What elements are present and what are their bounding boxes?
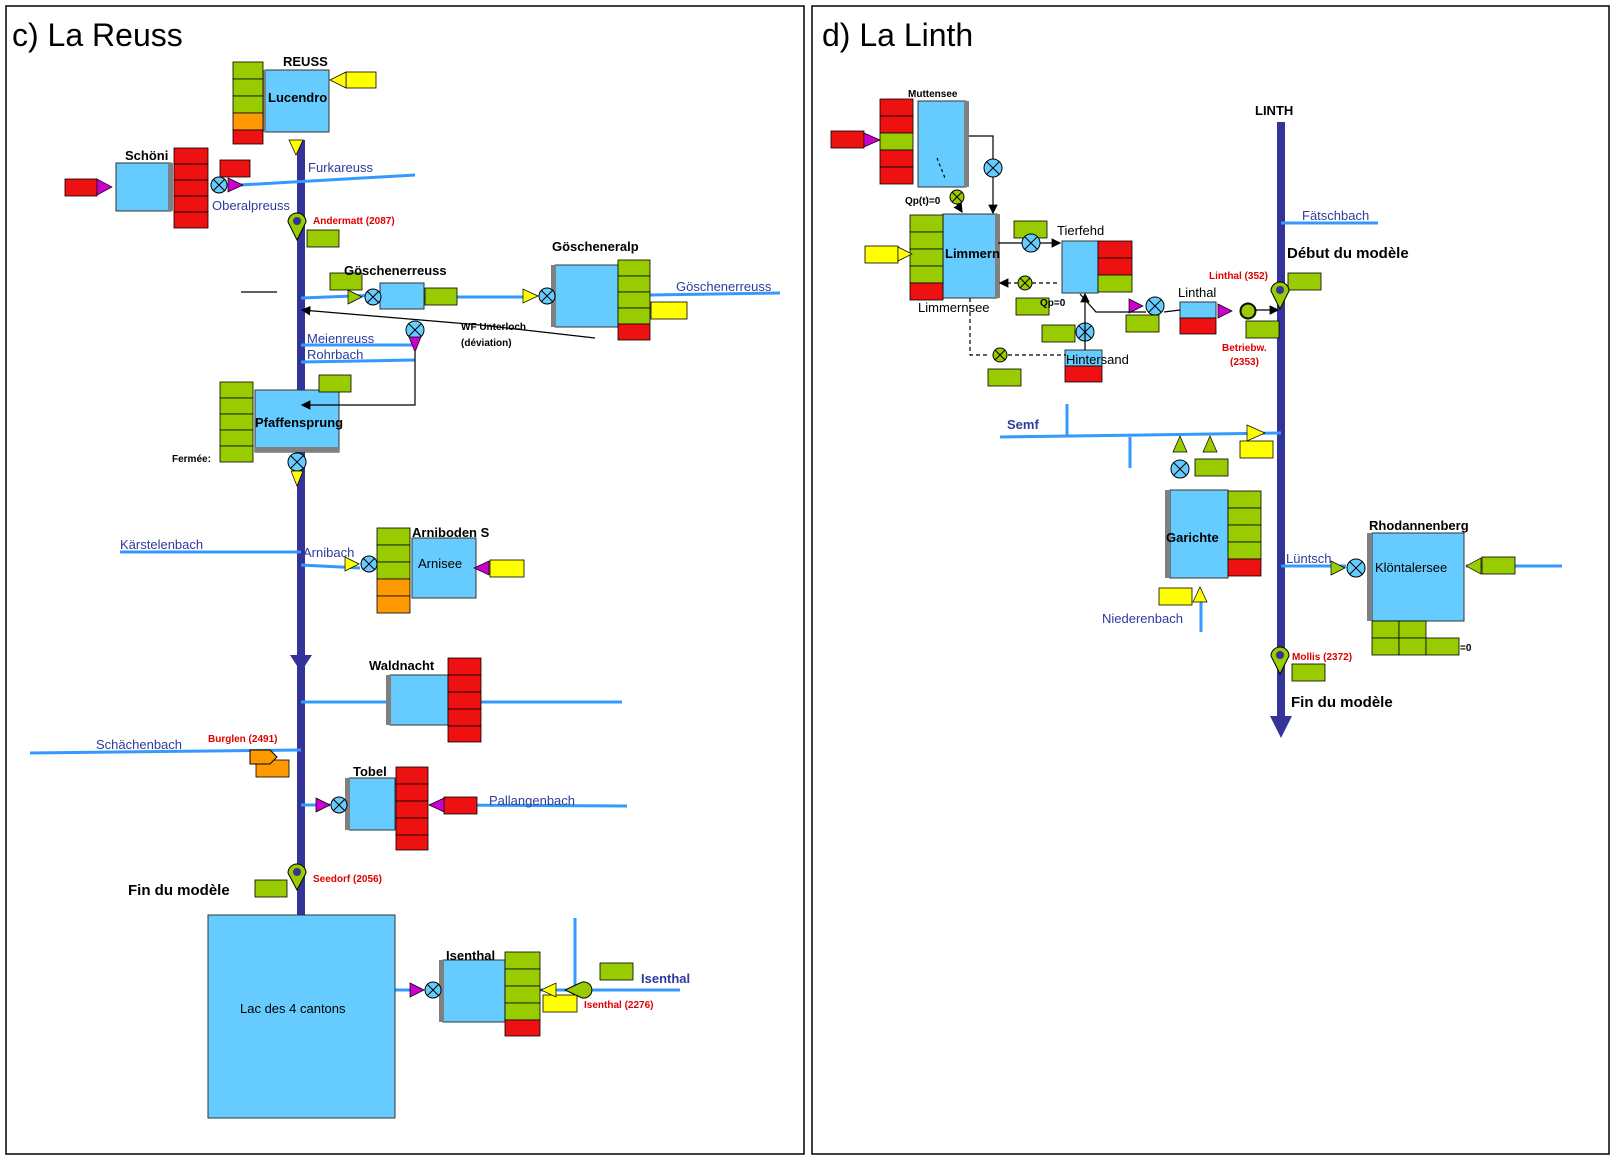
reservoir-kloentalersee — [1371, 532, 1465, 622]
station-betriebw-id: (2353) — [1230, 357, 1259, 368]
label-garichte: Garichte — [1166, 530, 1219, 545]
reservoir-arnisee — [411, 537, 477, 599]
label-limmernsee: Limmernsee — [918, 300, 990, 315]
label-tierfehd: Tierfehd — [1057, 223, 1104, 238]
reservoir-tierfehd — [1061, 240, 1099, 294]
label-qv-zero: =0 — [1460, 643, 1472, 654]
label-arnibach: Arnibach — [303, 545, 354, 560]
label-niederenbach: Niederenbach — [1102, 611, 1183, 626]
lac-4-cantons — [207, 914, 396, 1119]
label-oberalpreuss: Oberalpreuss — [212, 198, 291, 213]
reservoir-muttensee — [917, 100, 967, 188]
label-fin-reuss: Fin du modèle — [128, 882, 230, 899]
label-deviation: (déviation) — [461, 338, 512, 349]
panel-linth-frame — [811, 5, 1610, 1155]
label-faetschbach: Fätschbach — [1302, 208, 1369, 223]
label-goeschenerreuss-right: Göschenerreuss — [676, 279, 772, 294]
reuss-flow-arrow — [290, 655, 312, 672]
label-waldnacht: Waldnacht — [369, 658, 435, 673]
label-muttensee: Muttensee — [908, 89, 958, 100]
label-schoeni: Schöni — [125, 148, 168, 163]
reuss-turbine-crosses — [212, 178, 554, 997]
reservoir-garichte — [1169, 489, 1229, 579]
label-furkareuss: Furkareuss — [308, 160, 374, 175]
label-meienreuss: Meienreuss — [307, 331, 375, 346]
label-schaechenbach: Schächenbach — [96, 737, 182, 752]
reservoir-goeschenen-intake — [379, 282, 425, 310]
reuss-flow-boxes — [64, 71, 688, 1013]
label-rhodannenberg: Rhodannenberg — [1369, 518, 1469, 533]
linth-reservoirs — [917, 100, 1465, 622]
label-goeschenerreuss-left: Göschenerreuss — [344, 263, 447, 278]
linth-flow-arrow — [1270, 716, 1292, 738]
station-linthal: Linthal (352) — [1209, 271, 1268, 282]
linth-gauges — [1239, 281, 1290, 676]
reuss-cell-stacks — [173, 61, 651, 1037]
reuss-tributaries — [29, 173, 781, 992]
reuss-connectors — [241, 291, 596, 410]
linth-flow-boxes — [830, 130, 1516, 682]
label-qp0: Qp=0 — [1040, 298, 1066, 309]
label-isenthal-river: Isenthal — [641, 971, 690, 986]
label-fin-linth: Fin du modèle — [1291, 694, 1393, 711]
reservoir-linthal — [1179, 301, 1217, 319]
station-seedorf: Seedorf (2056) — [313, 874, 382, 885]
reservoir-goescheneralp — [554, 264, 619, 328]
label-hintersand: Hintersand — [1066, 352, 1129, 367]
label-luentsch: Lüntsch — [1286, 551, 1332, 566]
label-kloentalersee: Klöntalersee — [1375, 560, 1447, 575]
reuss-triangles — [96, 71, 557, 998]
label-goescheneralp: Göscheneralp — [552, 239, 639, 254]
panel-title-linth: d) La Linth — [822, 17, 973, 53]
label-rohrbach: Rohrbach — [307, 347, 363, 362]
label-wf-unterloch: WF Unterloch — [461, 322, 526, 333]
station-betriebw: Betriebw. — [1222, 343, 1267, 354]
label-kaerstelenbach: Kärstelenbach — [120, 537, 203, 552]
linth-connectors — [936, 135, 1280, 356]
station-isenthal: Isenthal (2276) — [584, 1000, 653, 1011]
station-mollis: Mollis (2372) — [1292, 652, 1352, 663]
linth-cell-stacks — [879, 98, 1460, 656]
reservoir-waldnacht — [389, 674, 449, 726]
reservoir-pfaffensprung — [254, 389, 340, 453]
label-debut: Début du modèle — [1287, 245, 1409, 262]
label-semf: Semf — [1007, 417, 1039, 432]
reservoir-schoeni — [115, 162, 172, 212]
panel-reuss-frame — [5, 5, 805, 1155]
panel-title-reuss: c) La Reuss — [12, 17, 183, 53]
label-qp-zero: Qp(t)=0 — [905, 196, 941, 207]
station-burglen: Burglen (2491) — [208, 734, 277, 745]
station-andermatt: Andermatt (2087) — [313, 216, 395, 227]
label-arnisee: Arnisee — [418, 556, 462, 571]
label-pallangenbach: Pallangenbach — [489, 793, 575, 808]
label-lucendro: Lucendro — [268, 90, 327, 105]
reuss-gauges — [249, 212, 593, 999]
label-linth-main: LINTH — [1255, 103, 1293, 118]
label-fermee: Fermée: — [172, 454, 211, 465]
label-isenthal-reservoir: Isenthal — [446, 948, 495, 963]
label-reuss-main: REUSS — [283, 54, 328, 69]
label-lac-4-cantons: Lac des 4 cantons — [240, 1001, 346, 1016]
label-limmern: Limmern — [945, 246, 1000, 261]
reservoir-tobel — [348, 777, 396, 831]
reservoir-isenthal — [442, 959, 506, 1023]
linth-triangles — [863, 132, 1482, 603]
label-tobel: Tobel — [353, 764, 387, 779]
label-linthal-reservoir: Linthal — [1178, 285, 1216, 300]
label-arniboden: Arniboden S — [412, 525, 490, 540]
label-pfaffensprung: Pfaffensprung — [255, 415, 343, 430]
